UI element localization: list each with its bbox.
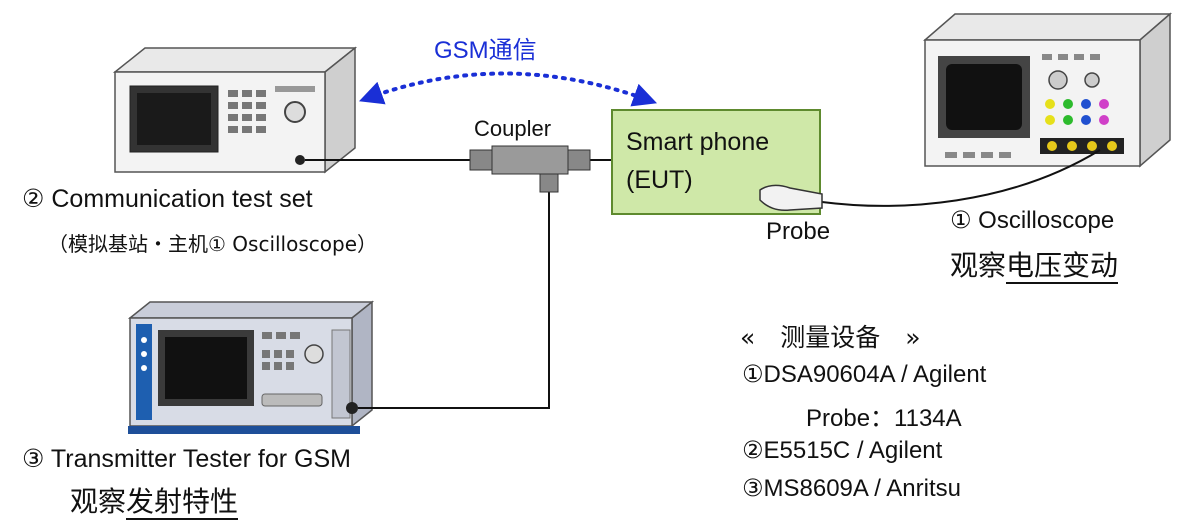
equipment-item-4: ③MS8609A / Anritsu (742, 475, 961, 502)
tx-tester-note-prefix: 观察 (70, 485, 127, 518)
equipment-item-3: ②E5515C / Agilent (742, 437, 943, 464)
eut-label-line1: Smart phone (626, 128, 770, 156)
gsm-link-arrow (358, 71, 658, 107)
comm-set-title: ② Communication test set (22, 185, 313, 213)
equipment-heading: « 测量设备 » (740, 323, 921, 352)
equipment-item-1: ①DSA90604A / Agilent (742, 361, 987, 388)
probe-icon (759, 184, 823, 212)
communication-test-set-icon (112, 46, 358, 174)
tx-tester-note: 观察发射特性 (70, 480, 239, 520)
oscilloscope-title: ① Oscilloscope (950, 207, 1115, 234)
probe-label: Probe (766, 218, 831, 245)
coupler-label: Coupler (474, 116, 552, 141)
eut-label-line2: (EUT) (626, 166, 693, 194)
comm-set-subtitle: （模拟基站・主机① Oscilloscope） (48, 232, 378, 256)
tx-tester-title: ③ Transmitter Tester for GSM (22, 445, 351, 473)
cables (305, 149, 1101, 409)
gsm-link-label: GSM通信 (434, 37, 537, 64)
oscilloscope-note-prefix: 观察 (950, 249, 1007, 282)
transmitter-tester-icon (127, 300, 375, 434)
tx-tester-note-underlined: 发射特性 (126, 485, 239, 520)
coupler-icon (469, 145, 591, 193)
oscilloscope-note-underlined: 电压变动 (1006, 249, 1119, 284)
oscilloscope-icon (922, 12, 1173, 168)
equipment-item-2: Probe：1134A (806, 405, 962, 432)
oscilloscope-note: 观察电压变动 (950, 244, 1119, 284)
